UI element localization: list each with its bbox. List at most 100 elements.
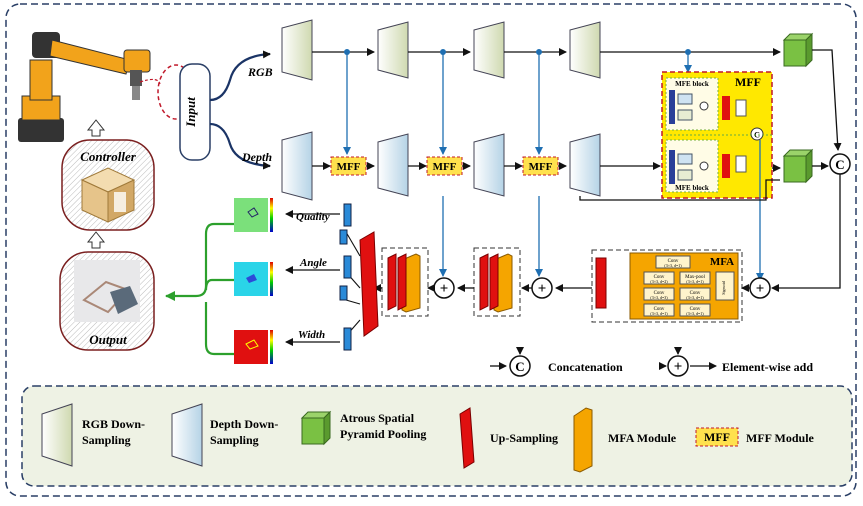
input-to-depth-arrow	[209, 122, 271, 170]
depth-encoder	[281, 131, 601, 201]
add-circle-4-plus: +	[756, 281, 765, 297]
legend-mfa-icon	[573, 407, 593, 473]
mff-tag-3: MFF	[522, 156, 559, 176]
depth-down-3	[473, 133, 505, 197]
mfa-conv-c-sub: (3×3, d=1)	[686, 295, 704, 301]
head-quality	[339, 203, 352, 245]
quality-map	[234, 198, 273, 232]
depth-skip-to-aspp	[579, 179, 780, 201]
decoder-block-2	[473, 247, 521, 317]
legend-panel	[21, 385, 853, 487]
legend-aspp-text-2: Pyramid Pooling	[340, 427, 426, 441]
legend-up-text: Up-Sampling	[490, 431, 558, 445]
elementwise-add-label: Element-wise add	[722, 360, 813, 374]
legend-aspp-icon	[300, 410, 332, 446]
mff-panel-title: MFF	[735, 75, 761, 89]
mfa-maxpool-sub: (3×3, d=1)	[686, 279, 704, 285]
add-example-circle	[667, 355, 689, 377]
legend-depth-icon	[171, 403, 203, 467]
width-label: Width	[298, 329, 325, 341]
decoder-block-1	[381, 247, 429, 317]
mfa-conv-e: Conv	[690, 307, 701, 312]
mfa-conv-top: Conv	[668, 259, 679, 264]
depth-down-1	[281, 131, 313, 201]
depth-label: Depth	[241, 150, 272, 164]
mfa-maxpool: Max-pool	[685, 275, 705, 280]
legend-up-icon	[459, 407, 475, 469]
legend-rgb-text-2: Sampling	[82, 433, 131, 447]
outer-frame	[5, 3, 857, 497]
legend-mfa-text: MFA Module	[608, 431, 677, 445]
mff-tag-3-text: MFF	[529, 161, 553, 173]
concat-circle-right-c: C	[835, 157, 844, 172]
aspp-depth	[782, 148, 814, 184]
final-upsample	[359, 231, 379, 337]
mff-tag-1-text: MFF	[337, 161, 361, 173]
legend-mff-text: MFF Module	[746, 431, 815, 445]
quality-to-output-arrow	[165, 222, 234, 301]
mfa-panel-upsample	[595, 257, 607, 309]
legend-rgb-icon	[41, 403, 73, 467]
mfa-conv-e-sub: (3×3, d=1)	[686, 311, 704, 317]
mfa-conv-b-sub: (3×3, d=3)	[650, 295, 668, 301]
head-angle	[339, 255, 352, 301]
add-circle-3-plus: +	[538, 281, 547, 297]
width-map	[234, 330, 273, 364]
controller-label: Controller	[80, 149, 137, 164]
mfa-detail-panel: MFA Conv (3×3, d=1) Conv (3×3, d=2) Max-…	[591, 249, 743, 323]
angle-map	[234, 262, 273, 296]
rgb-down-4	[569, 21, 601, 79]
head-width	[343, 327, 352, 351]
width-to-output-arrow	[204, 302, 234, 356]
mfa-side: Sigmoid	[721, 281, 726, 295]
legend-rgb-text-1: RGB Down-	[82, 417, 145, 431]
controller-icon	[80, 167, 136, 223]
mfa-conv-d-sub: (3×3, d=1)	[650, 311, 668, 317]
legend-depth-text-2: Sampling	[210, 433, 259, 447]
concat-to-add-arrow	[771, 174, 841, 292]
mfa-conv-c: Conv	[690, 291, 701, 296]
mfa-conv-a-sub: (3×3, d=2)	[650, 279, 668, 285]
angle-label: Angle	[299, 257, 327, 269]
mfa-conv-a: Conv	[654, 275, 665, 280]
input-box	[179, 63, 211, 161]
aspp-rgb	[782, 32, 814, 68]
depth-down-2	[377, 133, 409, 197]
rgb-to-mff-arrows	[343, 52, 692, 155]
input-to-rgb-arrow	[209, 50, 271, 102]
rgb-down-2	[377, 21, 409, 79]
rgb-label: RGB	[247, 65, 273, 79]
head-links	[345, 231, 361, 337]
mff-panel-c: C	[754, 131, 760, 140]
legend-mff-icon: MFF	[695, 427, 739, 447]
legend-aspp-text-1: Atrous Spatial	[340, 411, 415, 425]
rgb-encoder	[281, 19, 601, 81]
up-arrow-output	[86, 231, 106, 249]
angle-to-output-arrow	[204, 278, 234, 291]
add-example-plus: +	[674, 359, 683, 375]
legend-depth-text-1: Depth Down-	[210, 417, 278, 431]
aspp-rgb-to-concat	[812, 49, 842, 151]
mff-tag-1: MFF	[330, 156, 367, 176]
mfa-conv-top-sub: (3×3, d=1)	[664, 263, 682, 269]
mff-detail-panel: MFF MFE block MFE block C	[661, 71, 773, 199]
output-object	[82, 280, 138, 314]
add-circle-2-plus: +	[440, 281, 449, 297]
mfa-panel-title: MFA	[710, 256, 734, 268]
depth-down-4	[569, 133, 601, 197]
quality-label: Quality	[296, 211, 330, 223]
mfa-conv-d: Conv	[654, 307, 665, 312]
mff-tag-2-text: MFF	[433, 161, 457, 173]
mfe-block-top-label: MFE block	[675, 80, 709, 88]
rgb-down-3	[473, 21, 505, 79]
concat-example-circle	[509, 355, 531, 377]
legend-mff-tag: MFF	[704, 430, 730, 444]
output-label: Output	[89, 332, 127, 347]
concatenation-label: Concatenation	[548, 360, 623, 374]
gripper-link	[139, 78, 161, 85]
mfa-conv-b: Conv	[654, 291, 665, 296]
robot-arm	[18, 32, 151, 142]
rgb-down-1	[281, 19, 313, 81]
